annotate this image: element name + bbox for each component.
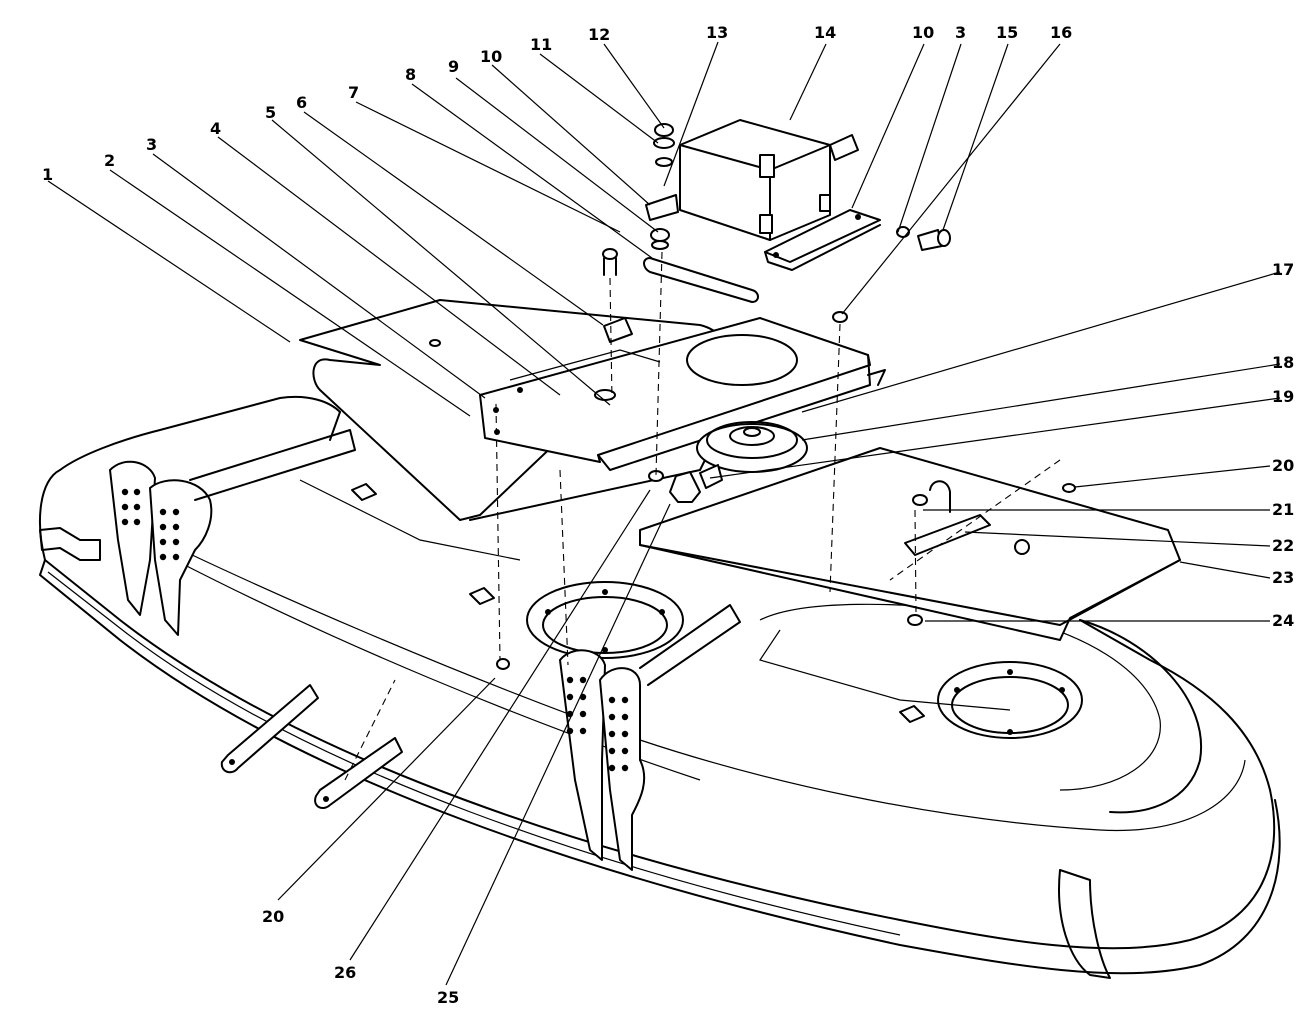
belt-guide: [699, 464, 723, 489]
callout-10: 10: [480, 47, 502, 66]
callout-2: 2: [104, 151, 115, 170]
callout-13: 13: [706, 23, 728, 42]
pulley-mount-plate: [479, 317, 886, 471]
electric-clutch: [679, 119, 859, 241]
callout-3-right: 3: [955, 23, 966, 42]
small-angle-bracket: [603, 317, 633, 343]
mower-deck-housing: [39, 396, 1281, 979]
clutch-bolt: [896, 226, 951, 251]
callout-15: 15: [996, 23, 1018, 42]
belt-guide-knob: [648, 470, 701, 503]
lift-arms: [220, 684, 403, 809]
callout-6: 6: [296, 93, 307, 112]
callout-21: 21: [1272, 500, 1294, 519]
callout-25: 25: [437, 988, 459, 1007]
callout-9: 9: [448, 57, 459, 76]
left-lift-brackets: [109, 429, 356, 636]
callout-11: 11: [530, 35, 552, 54]
callout-7: 7: [348, 83, 359, 102]
callout-20-left: 20: [262, 907, 284, 926]
callout-24: 24: [1272, 611, 1294, 630]
callout-12: 12: [588, 25, 610, 44]
callout-8: 8: [405, 65, 416, 84]
left-bracket-holes: [121, 488, 180, 561]
leader-lines: [47, 41, 1281, 986]
idler-pulley: [696, 421, 808, 473]
callout-10-right: 10: [912, 23, 934, 42]
callout-23: 23: [1272, 568, 1294, 587]
bracket-bolt: [602, 248, 618, 276]
callout-17: 17: [1272, 260, 1294, 279]
callout-4: 4: [210, 119, 221, 138]
clutch-bracket-left: [645, 194, 679, 221]
callout-18: 18: [1272, 353, 1294, 372]
callout-labels: 1 2 3 4 5 6 7 8 9 10 11 12 13 14 10 3 15…: [42, 23, 1294, 1007]
callout-5: 5: [265, 103, 276, 122]
callout-20-right: 20: [1272, 456, 1294, 475]
torque-strap: [643, 257, 759, 303]
callout-22: 22: [1272, 536, 1294, 555]
callout-3: 3: [146, 135, 157, 154]
clutch-hardware: [650, 123, 675, 250]
callout-26: 26: [334, 963, 356, 982]
clutch-bracket: [764, 209, 881, 271]
hex-nut: [832, 311, 848, 323]
callout-16: 16: [1050, 23, 1072, 42]
callout-19: 19: [1272, 387, 1294, 406]
callout-14: 14: [814, 23, 836, 42]
lower-fasteners: [496, 483, 1076, 670]
assembly-centerlines: [344, 251, 1061, 781]
front-lift-brackets: [559, 604, 741, 871]
callout-1: 1: [42, 165, 53, 184]
front-bracket-holes: [566, 676, 629, 772]
